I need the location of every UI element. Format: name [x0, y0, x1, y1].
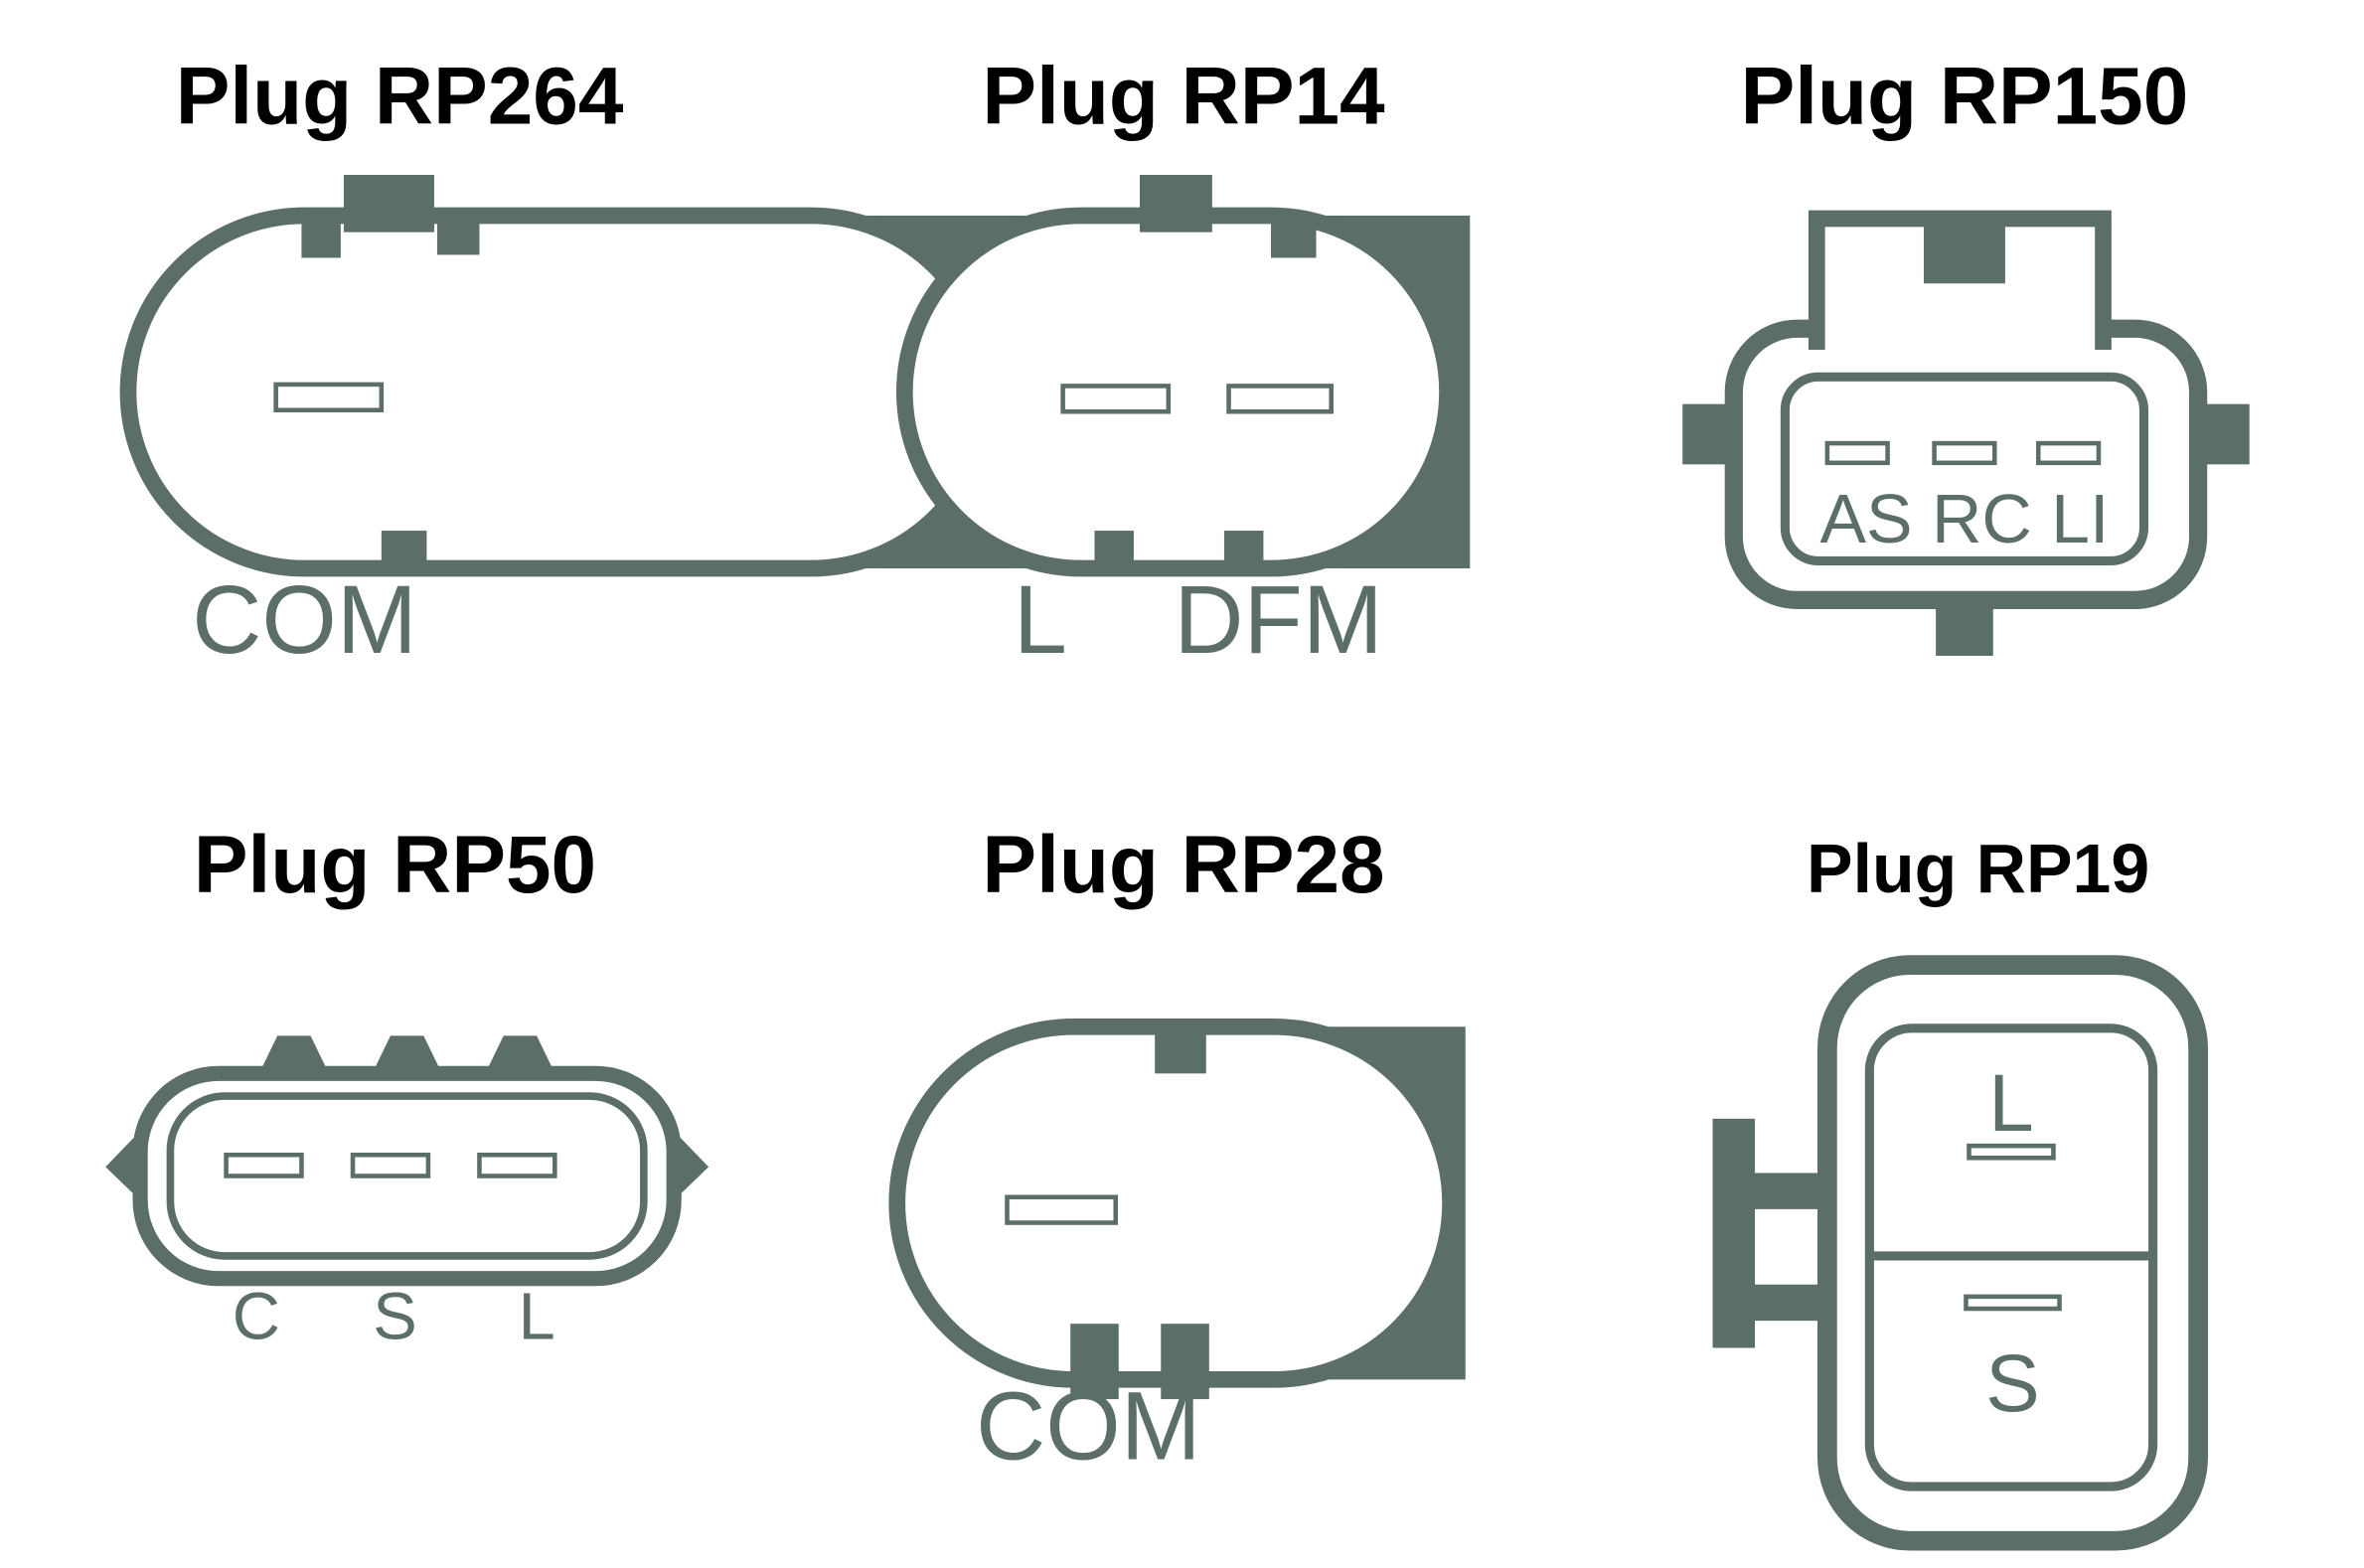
pin-label-l: L	[519, 1280, 555, 1353]
pin-slot-li	[2036, 440, 2102, 466]
mount-bracket-bar	[1712, 1118, 1756, 1348]
plug-rp150-title: Plug RP150	[1741, 51, 2189, 141]
bottom-notch-right	[1223, 531, 1264, 570]
top-notch-right	[436, 222, 480, 255]
plug-rp19-title: Plug RP19	[1807, 830, 2149, 907]
top-tab	[343, 175, 434, 233]
pin-label-com: COM	[192, 565, 417, 674]
pin-label-dfm: DFM	[1174, 565, 1382, 674]
plug-rp28-title: Plug RP28	[982, 820, 1384, 910]
plug-rp150: Plug RP150 AS RC LI	[1682, 51, 2250, 657]
pin-label-s: S	[373, 1280, 417, 1353]
pin-slot-l	[1967, 1143, 2056, 1161]
pin-slot-dfm	[1226, 384, 1334, 414]
bottom-tab-right	[1161, 1324, 1209, 1400]
top-notch	[1271, 222, 1317, 258]
pin-slot	[273, 382, 385, 412]
pin-label-c: C	[233, 1280, 280, 1353]
bottom-notch-left	[1094, 531, 1134, 570]
top-tab	[1140, 175, 1212, 233]
pin-slot-s	[350, 1152, 431, 1178]
housing-oval	[895, 207, 1456, 577]
pin-label-com: COM	[976, 1372, 1201, 1481]
inner-frame	[1780, 372, 2149, 565]
plug-rp28: Plug RP28 COM	[888, 820, 1466, 1481]
plug-rp14: Plug RP14 L DFM	[895, 51, 1471, 674]
pin-slot-as	[1824, 440, 1890, 466]
housing-oval	[119, 207, 997, 577]
plug-rp50: Plug RP50 C S L	[105, 820, 709, 1353]
pin-label-s: S	[1985, 1338, 2040, 1429]
bottom-tab-left	[1070, 1324, 1119, 1400]
pin-label-l: L	[1014, 565, 1067, 674]
pin-slot-l	[477, 1152, 557, 1178]
inner-frame	[166, 1092, 648, 1260]
pin-labels-as-rc-li: AS RC LI	[1820, 480, 2110, 557]
top-notch	[1155, 1030, 1206, 1074]
pin-label-l: L	[1988, 1058, 2034, 1149]
plug-rp14-title: Plug RP14	[982, 51, 1385, 141]
plug-rp19: Plug RP19 L S	[1712, 830, 2208, 1551]
top-latch-notch	[1923, 211, 2005, 284]
pin-slot	[1005, 1194, 1119, 1225]
plug-rp264-title: Plug RP264	[176, 51, 624, 141]
pin-slot-l	[1060, 384, 1172, 414]
pin-slot-s	[1964, 1294, 2062, 1312]
top-notch-left	[301, 222, 341, 258]
plug-rp50-title: Plug RP50	[194, 820, 596, 910]
bottom-notch	[381, 531, 427, 570]
pin-slot-c	[224, 1152, 304, 1178]
pin-slot-rc	[1932, 440, 1997, 466]
